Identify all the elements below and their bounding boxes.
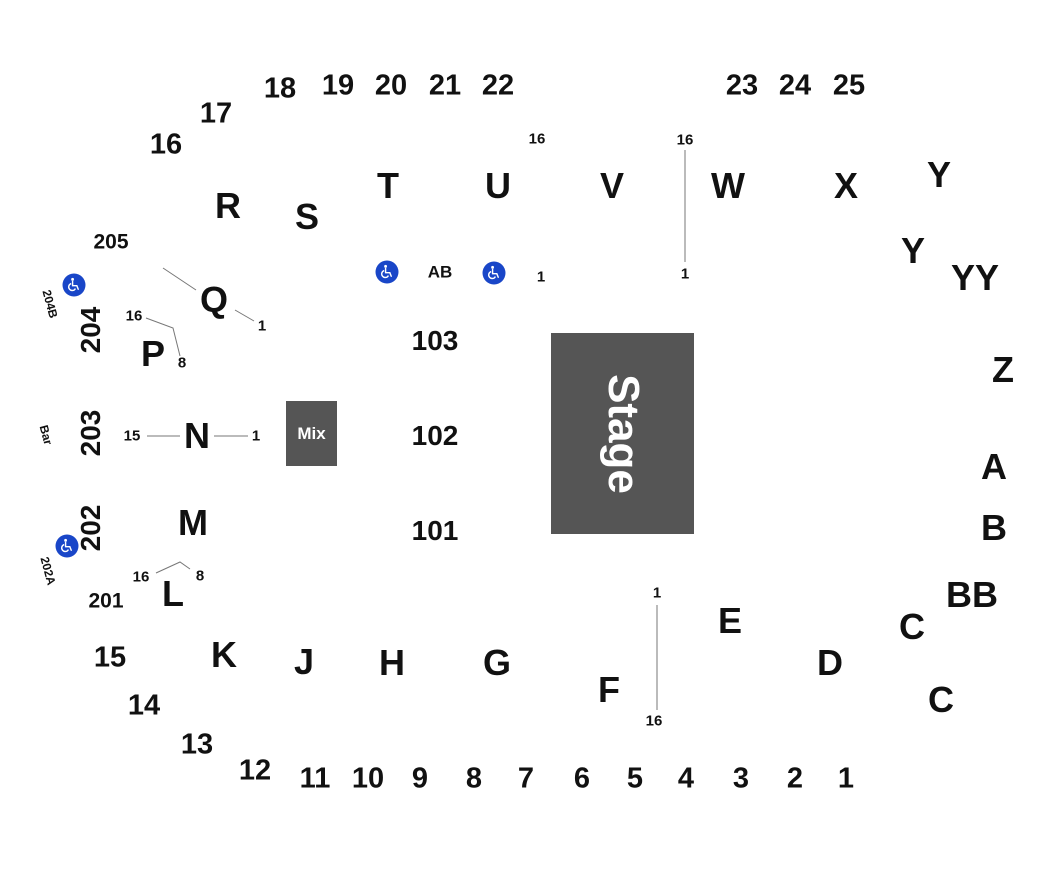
row-u[interactable]: U	[485, 165, 511, 206]
wheelchair-icon	[375, 260, 399, 284]
section-19[interactable]: 19	[321, 69, 355, 102]
row-y-upper[interactable]: Y	[926, 154, 952, 195]
section-17[interactable]: 17	[199, 97, 233, 130]
row-c-lower[interactable]: C	[928, 679, 954, 720]
row-s[interactable]: S	[294, 196, 320, 237]
row-l[interactable]: L	[162, 573, 184, 614]
seat-number-q-1: 1	[257, 317, 267, 335]
seat-number-u-1: 1	[536, 268, 546, 286]
row-t[interactable]: T	[377, 165, 399, 206]
seat-number-l-8: 8	[195, 567, 205, 585]
row-q[interactable]: Q	[199, 279, 229, 320]
seat-number-u-16: 16	[528, 130, 546, 148]
section-205[interactable]: 205	[93, 230, 129, 254]
row-z[interactable]: Z	[992, 349, 1014, 390]
row-a[interactable]: A	[981, 446, 1007, 487]
section-3[interactable]: 3	[732, 762, 750, 795]
row-l-guide-line	[155, 561, 191, 574]
row-c-upper[interactable]: C	[899, 606, 925, 647]
section-8[interactable]: 8	[465, 762, 483, 795]
section-23[interactable]: 23	[725, 69, 759, 102]
section-1[interactable]: 1	[837, 762, 855, 795]
seat-number-n-1: 1	[251, 427, 261, 445]
seat-number-f-1: 1	[652, 584, 662, 602]
section-11[interactable]: 11	[299, 762, 331, 795]
section-9[interactable]: 9	[411, 762, 429, 795]
section-12[interactable]: 12	[238, 754, 272, 787]
row-m[interactable]: M	[178, 502, 208, 543]
row-w[interactable]: W	[711, 165, 745, 206]
section-24[interactable]: 24	[778, 69, 812, 102]
row-g[interactable]: G	[482, 642, 512, 683]
row-yy[interactable]: YY	[950, 257, 1000, 298]
row-q-guide-line-right	[234, 309, 255, 322]
row-e[interactable]: E	[717, 600, 743, 641]
row-bb[interactable]: BB	[946, 574, 998, 615]
row-p[interactable]: P	[140, 333, 166, 374]
row-x[interactable]: X	[833, 165, 859, 206]
row-f[interactable]: F	[598, 669, 620, 710]
wheelchair-icon	[62, 273, 86, 297]
row-v[interactable]: V	[599, 165, 625, 206]
stage: Stage	[551, 333, 694, 534]
row-n[interactable]: N	[184, 415, 210, 456]
seat-number-n-15: 15	[123, 427, 141, 445]
section-202[interactable]: 202	[75, 504, 106, 552]
row-h[interactable]: H	[379, 642, 405, 683]
seat-number-f-16: 16	[645, 712, 663, 730]
mix-booth: Mix	[286, 401, 337, 466]
section-25[interactable]: 25	[832, 69, 866, 102]
row-d[interactable]: D	[817, 642, 843, 683]
section-13[interactable]: 13	[180, 728, 214, 761]
section-20[interactable]: 20	[374, 69, 408, 102]
section-7[interactable]: 7	[517, 762, 535, 795]
row-y-lower[interactable]: Y	[900, 230, 926, 271]
seat-number-p-8: 8	[177, 354, 187, 372]
stage-label: Stage	[598, 373, 648, 494]
row-j[interactable]: J	[293, 641, 315, 682]
section-201[interactable]: 201	[88, 589, 124, 613]
wheelchair-icon	[55, 534, 79, 558]
section-2[interactable]: 2	[786, 762, 804, 795]
section-203[interactable]: 203	[75, 409, 106, 457]
row-q-guide-line-left	[162, 267, 197, 291]
section-18[interactable]: 18	[263, 72, 297, 105]
section-103[interactable]: 103	[411, 325, 459, 356]
row-k[interactable]: K	[211, 634, 237, 675]
accessible-ab-label: AB	[427, 262, 453, 282]
section-16[interactable]: 16	[149, 128, 183, 161]
wheelchair-icon	[482, 261, 506, 285]
section-15[interactable]: 15	[93, 641, 127, 674]
section-4[interactable]: 4	[677, 762, 695, 795]
section-5[interactable]: 5	[626, 762, 644, 795]
seat-number-p-16: 16	[125, 307, 143, 325]
row-b[interactable]: B	[981, 507, 1007, 548]
section-21[interactable]: 21	[428, 69, 462, 102]
row-p-guide-line	[145, 317, 181, 357]
section-204[interactable]: 204	[75, 306, 106, 354]
section-10[interactable]: 10	[351, 762, 385, 795]
section-102[interactable]: 102	[411, 420, 459, 451]
row-r[interactable]: R	[215, 185, 241, 226]
section-6[interactable]: 6	[573, 762, 591, 795]
section-101[interactable]: 101	[411, 515, 459, 546]
seat-number-w-1: 1	[680, 265, 690, 283]
section-14[interactable]: 14	[127, 689, 161, 722]
seat-number-w-16: 16	[676, 131, 694, 149]
seat-number-l-16: 16	[132, 568, 150, 586]
section-22[interactable]: 22	[481, 69, 515, 102]
